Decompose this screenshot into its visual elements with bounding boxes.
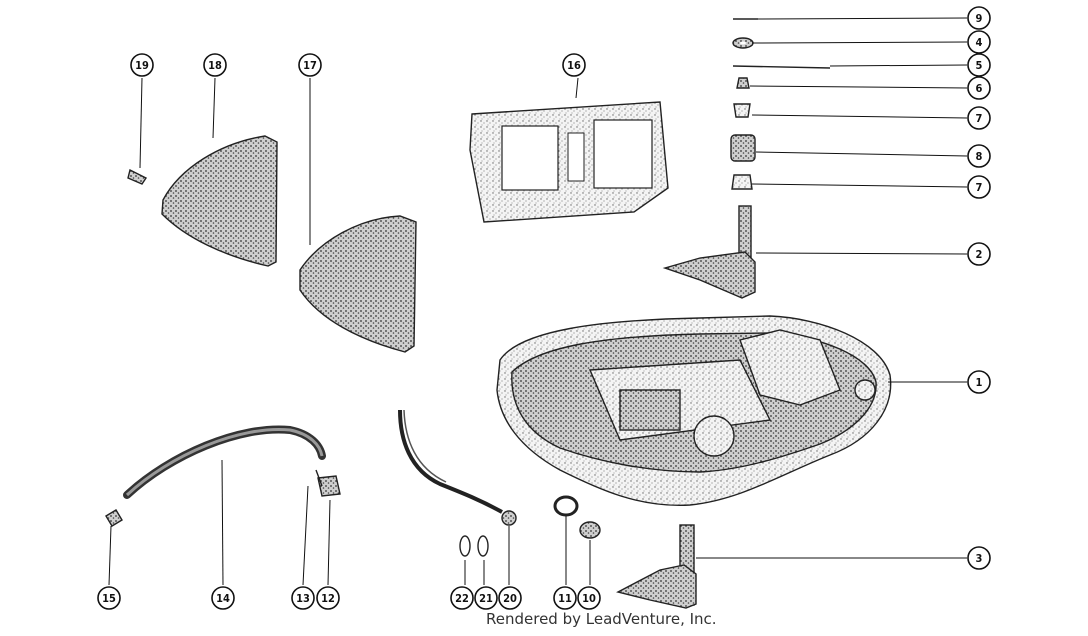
callout-6: 6 xyxy=(967,76,991,100)
callout-19: 19 xyxy=(130,53,154,77)
callout-3: 3 xyxy=(967,546,991,570)
svg-text:14: 14 xyxy=(216,592,230,605)
part-5-rod xyxy=(732,65,831,69)
svg-text:15: 15 xyxy=(102,592,116,605)
part-3-bracket xyxy=(616,524,697,609)
svg-text:5: 5 xyxy=(976,59,983,72)
svg-text:18: 18 xyxy=(208,59,222,72)
svg-text:12: 12 xyxy=(321,592,335,605)
callout-13: 13 xyxy=(291,586,315,610)
svg-text:16: 16 xyxy=(567,59,581,72)
svg-text:3: 3 xyxy=(976,552,983,565)
svg-text:21: 21 xyxy=(479,592,493,605)
part-10-grommet xyxy=(579,521,601,539)
callout-22: 22 xyxy=(450,586,474,610)
part-2-steering-arm xyxy=(662,205,756,299)
svg-text:17: 17 xyxy=(303,59,317,72)
part-1-lower-cowl xyxy=(496,315,892,507)
callout-10: 10 xyxy=(577,586,601,610)
callout-9: 9 xyxy=(967,6,991,30)
svg-text:10: 10 xyxy=(582,592,596,605)
svg-text:22: 22 xyxy=(455,592,469,605)
callout-17: 17 xyxy=(298,53,322,77)
part-21-ring xyxy=(477,535,489,557)
part-20-wire-lead xyxy=(398,409,517,526)
part-11-oring xyxy=(553,495,579,517)
callout-7-upper: 7 xyxy=(967,106,991,130)
svg-text:8: 8 xyxy=(976,150,983,163)
part-12-clamp xyxy=(317,475,341,497)
callout-18: 18 xyxy=(203,53,227,77)
callout-7-lower: 7 xyxy=(967,175,991,199)
part-17-cover-plate xyxy=(299,215,417,353)
leader-lines xyxy=(108,17,968,586)
callout-20: 20 xyxy=(498,586,522,610)
callout-14: 14 xyxy=(211,586,235,610)
svg-text:19: 19 xyxy=(135,59,149,72)
part-15-fitting xyxy=(105,509,123,527)
callout-16: 16 xyxy=(562,53,586,77)
callout-8: 8 xyxy=(967,144,991,168)
svg-text:13: 13 xyxy=(296,592,310,605)
callout-5: 5 xyxy=(967,53,991,77)
part-16-gasket xyxy=(469,101,669,223)
callout-12: 12 xyxy=(316,586,340,610)
svg-text:7: 7 xyxy=(976,112,983,125)
svg-text:4: 4 xyxy=(976,36,983,49)
callout-1: 1 xyxy=(967,370,991,394)
credit-text: Rendered by LeadVenture, Inc. xyxy=(486,610,717,628)
callout-2: 2 xyxy=(967,242,991,266)
svg-text:20: 20 xyxy=(503,592,517,605)
callout-11: 11 xyxy=(553,586,577,610)
part-18-cover-plate xyxy=(161,135,278,267)
svg-text:9: 9 xyxy=(976,12,983,25)
callout-4: 4 xyxy=(967,30,991,54)
part-8-spring xyxy=(730,134,756,162)
svg-text:2: 2 xyxy=(976,248,983,261)
part-14-hose xyxy=(123,425,326,499)
part-7-bushing-lower xyxy=(731,174,753,190)
svg-text:7: 7 xyxy=(976,181,983,194)
part-22-ring xyxy=(459,535,471,557)
svg-text:11: 11 xyxy=(558,592,572,605)
svg-text:6: 6 xyxy=(976,82,983,95)
part-19-screw xyxy=(127,168,148,185)
part-7-bushing-upper xyxy=(733,103,751,118)
part-13-screw xyxy=(315,469,323,487)
callout-15: 15 xyxy=(97,586,121,610)
part-6-grommet xyxy=(736,77,750,89)
callout-21: 21 xyxy=(474,586,498,610)
svg-text:1: 1 xyxy=(976,376,983,389)
part-4-washer xyxy=(732,37,754,49)
